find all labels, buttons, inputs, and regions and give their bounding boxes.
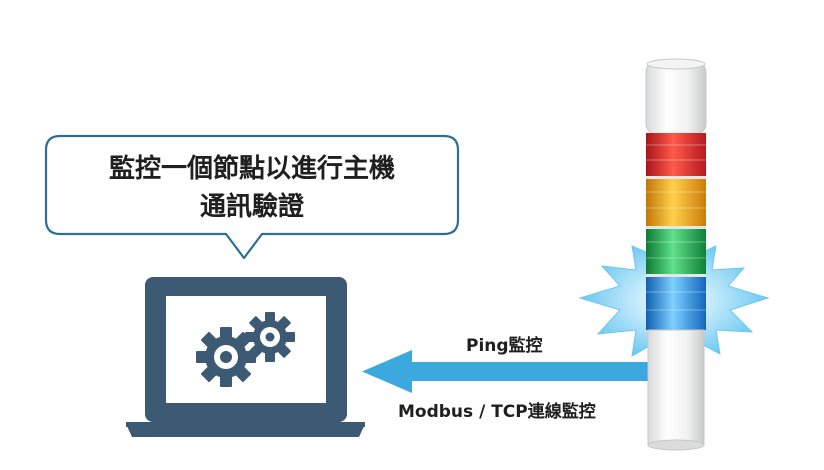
tower-light-amber bbox=[646, 179, 706, 226]
tower-light-green bbox=[646, 229, 706, 274]
arrow bbox=[362, 350, 650, 393]
gears-icon bbox=[196, 312, 295, 387]
tower-light-blue bbox=[646, 277, 706, 330]
bubble-line-1: 監控一個節點以進行主機 bbox=[108, 154, 395, 184]
arrow-label-ping: Ping監控 bbox=[466, 336, 543, 356]
signal-tower-icon bbox=[578, 58, 770, 451]
tower-light-red bbox=[646, 133, 706, 177]
laptop-icon bbox=[126, 277, 365, 437]
bubble-line-2: 通訊驗證 bbox=[199, 192, 304, 222]
bubble-text: 監控一個節點以進行主機 通訊驗證 bbox=[46, 150, 458, 226]
speech-bubble bbox=[44, 134, 460, 260]
arrow-label-modbus: Modbus / TCP連線監控 bbox=[398, 402, 596, 422]
